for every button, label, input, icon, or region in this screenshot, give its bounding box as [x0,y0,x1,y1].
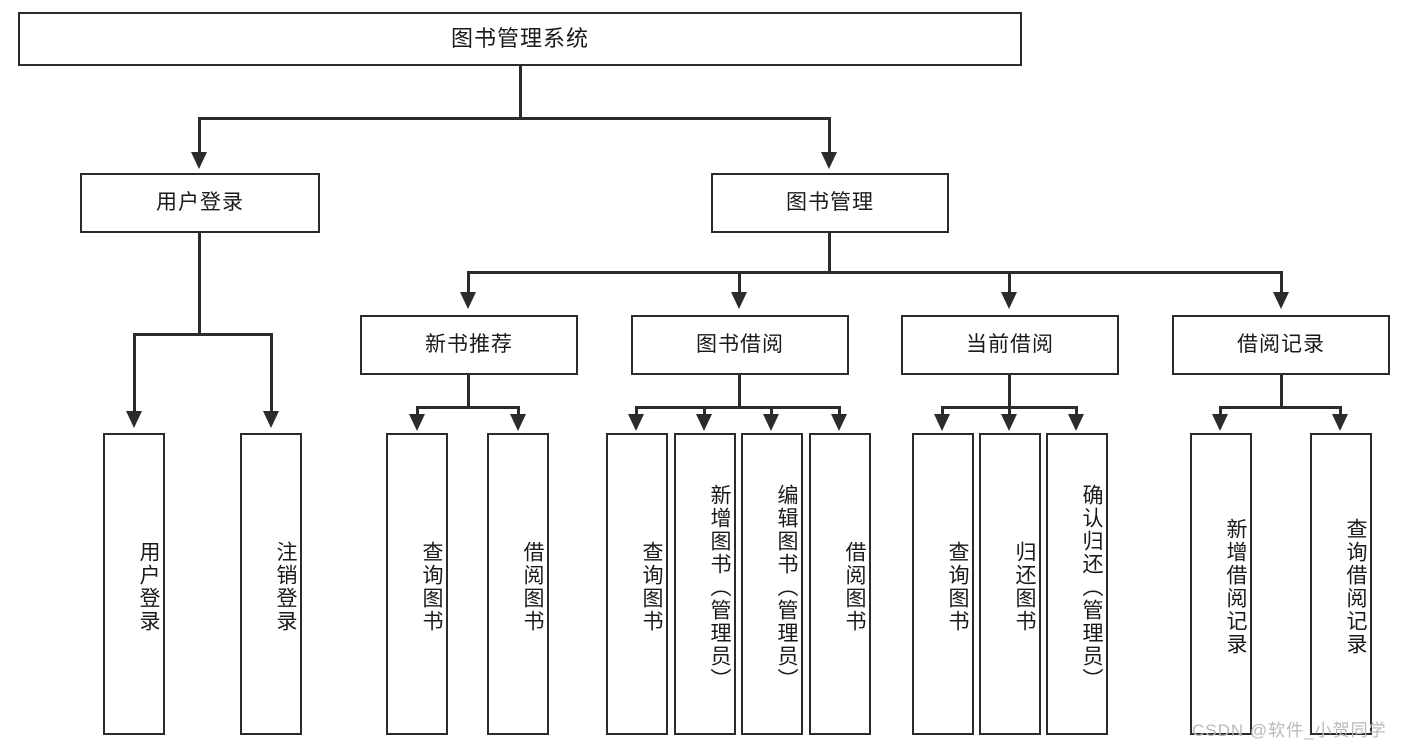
node-label: 借阅图书 [843,541,866,633]
node-label: 用户登录 [156,191,244,215]
edge-br-to-query-record [1339,406,1342,418]
leaf-bb-edit-book[interactable]: 编辑图书（管理员） [741,433,803,735]
edge-bb-to-query-book [635,406,638,418]
arrowhead-br-query-record [1332,414,1348,431]
node-label: 归还图书 [1013,541,1036,633]
node-root-book-management-system[interactable]: 图书管理系统 [18,12,1022,66]
leaf-bb-add-book[interactable]: 新增图书（管理员） [674,433,736,735]
edge-to-leaf-user-login [133,333,136,413]
edge-nbr-to-query-book [416,406,419,418]
edge-br-to-add-record [1219,406,1222,418]
arrowhead-cb-return-book [1001,414,1017,431]
node-label: 查询借阅记录 [1344,518,1367,656]
arrowhead-bb-query-book [628,414,644,431]
leaf-cb-query-book[interactable]: 查询图书 [912,433,974,735]
arrowhead-user-login [191,152,207,169]
node-label: 查询图书 [420,541,443,633]
node-label: 查询图书 [640,541,663,633]
edge-new-book-recommend-bus [416,406,520,409]
edge-root-to-book-management [828,117,831,154]
arrowhead-bb-borrow-book [831,414,847,431]
edge-to-book-borrow [738,271,741,294]
edge-book-management-trunk [828,233,831,273]
edge-to-new-book-recommend [467,271,470,294]
arrowhead-bb-edit-book [763,414,779,431]
edge-to-leaf-logout [270,333,273,413]
edge-cb-to-return-book [1008,406,1011,418]
node-book-borrow[interactable]: 图书借阅 [631,315,849,375]
arrowhead-borrow-record [1273,292,1289,309]
leaf-logout[interactable]: 注销登录 [240,433,302,735]
edge-new-book-recommend-trunk [467,375,470,408]
node-label: 图书管理 [786,191,874,215]
edge-cb-to-confirm-return [1075,406,1078,418]
arrowhead-cb-query-book [934,414,950,431]
edge-root-to-user-login [198,117,201,154]
arrowhead-cb-confirm-return [1068,414,1084,431]
leaf-br-query-record[interactable]: 查询借阅记录 [1310,433,1372,735]
arrowhead-br-add-record [1212,414,1228,431]
leaf-nbr-borrow-book[interactable]: 借阅图书 [487,433,549,735]
edge-bb-to-borrow-book [838,406,841,418]
node-user-login[interactable]: 用户登录 [80,173,320,233]
edge-borrow-record-trunk [1280,375,1283,408]
node-borrow-record[interactable]: 借阅记录 [1172,315,1390,375]
node-label: 编辑图书（管理员） [775,483,798,691]
node-book-management[interactable]: 图书管理 [711,173,949,233]
edge-current-borrow-trunk [1008,375,1011,408]
arrowhead-nbr-borrow-book [510,414,526,431]
edge-book-borrow-bus [635,406,841,409]
leaf-br-add-record[interactable]: 新增借阅记录 [1190,433,1252,735]
node-new-book-recommend[interactable]: 新书推荐 [360,315,578,375]
arrowhead-new-book-recommend [460,292,476,309]
leaf-bb-borrow-book[interactable]: 借阅图书 [809,433,871,735]
edge-user-login-bus [133,333,273,336]
edge-root-bus [198,117,831,120]
node-label: 当前借阅 [966,333,1054,357]
node-current-borrow[interactable]: 当前借阅 [901,315,1119,375]
node-label: 图书管理系统 [450,25,589,51]
node-label: 用户登录 [137,541,160,633]
edge-borrow-record-bus [1219,406,1342,409]
arrowhead-current-borrow [1001,292,1017,309]
node-label: 借阅图书 [521,541,544,633]
arrowhead-leaf-logout [263,411,279,428]
node-label: 新书推荐 [425,333,513,357]
csdn-watermark: CSDN @软件_小贺同学 [1192,721,1387,740]
node-label: 查询图书 [946,541,969,633]
leaf-user-login[interactable]: 用户登录 [103,433,165,735]
edge-book-borrow-trunk [738,375,741,408]
edge-user-login-trunk [198,233,201,335]
arrowhead-nbr-query-book [409,414,425,431]
node-label: 确认归还（管理员） [1080,483,1103,691]
node-label: 图书借阅 [696,333,784,357]
node-label: 新增借阅记录 [1224,518,1247,656]
leaf-nbr-query-book[interactable]: 查询图书 [386,433,448,735]
node-label: 新增图书（管理员） [708,483,731,691]
edge-cb-to-query-book [941,406,944,418]
node-label: 注销登录 [274,541,297,633]
edge-to-current-borrow [1008,271,1011,294]
node-label: 借阅记录 [1237,333,1325,357]
edge-level2-bus [467,271,1283,274]
edge-bb-to-edit-book [770,406,773,418]
arrowhead-leaf-user-login [126,411,142,428]
edge-nbr-to-borrow-book [517,406,520,418]
leaf-cb-confirm-return[interactable]: 确认归还（管理员） [1046,433,1108,735]
arrowhead-book-management [821,152,837,169]
arrowhead-book-borrow [731,292,747,309]
edge-root-trunk [519,66,522,119]
leaf-cb-return-book[interactable]: 归还图书 [979,433,1041,735]
edge-to-borrow-record [1280,271,1283,294]
edge-bb-to-add-book [703,406,706,418]
arrowhead-bb-add-book [696,414,712,431]
leaf-bb-query-book[interactable]: 查询图书 [606,433,668,735]
